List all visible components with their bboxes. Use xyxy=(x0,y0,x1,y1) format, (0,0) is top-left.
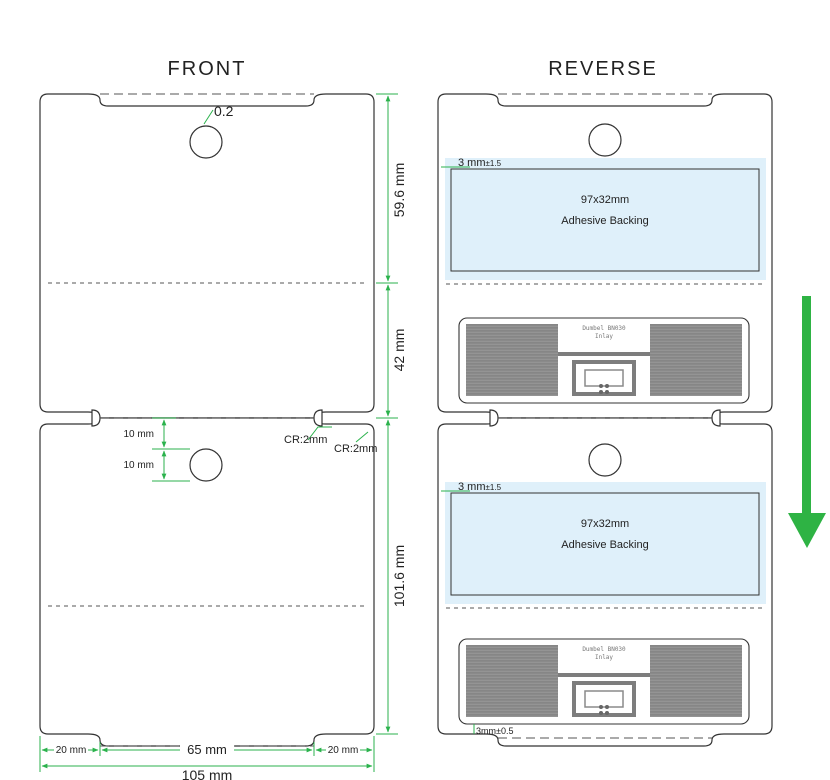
reverse-notch-right xyxy=(711,409,721,427)
adhesive-box-1 xyxy=(450,168,760,272)
height-mid-label: 42 mm xyxy=(391,329,407,372)
inlay-1-text-a: Dumbel BN030 xyxy=(582,325,626,332)
reverse-notch-left xyxy=(489,409,499,427)
hole-offset-label-2: 10 mm xyxy=(123,460,154,471)
reverse-hole-bottom xyxy=(588,443,622,477)
reverse-heading: REVERSE xyxy=(548,58,658,80)
front-tag-top-outline xyxy=(39,93,375,419)
hole-dim-leader xyxy=(203,109,214,125)
corner-leader-1 xyxy=(307,426,332,441)
front-notch-right xyxy=(313,409,323,427)
corner-label-2: CR:2mm xyxy=(334,443,377,455)
front-heading: FRONT xyxy=(168,58,247,80)
width-center-label: 65 mm xyxy=(187,742,227,757)
width-total-bg xyxy=(176,768,238,780)
inlay-2-text-b: Inlay xyxy=(595,654,613,661)
bottom-offset-label: 3mm±0.5 xyxy=(476,726,513,736)
width-center-bg xyxy=(180,742,234,757)
adhesive-offset-label-1: 3 mm±1.5 xyxy=(458,157,502,169)
adhesive-offset-label-2: 3 mm±1.5 xyxy=(458,481,502,493)
adhesive-text-label-1: Adhesive Backing xyxy=(561,215,648,227)
front-hole-top xyxy=(189,125,223,159)
width-total-label: 105 mm xyxy=(182,767,233,780)
corner-leader-2 xyxy=(355,431,369,443)
inlay-1-text-b: Inlay xyxy=(595,333,613,340)
width-left-label: 20 mm xyxy=(56,745,87,756)
adhesive-text-label-2: Adhesive Backing xyxy=(561,539,648,551)
adhesive-area-2 xyxy=(445,482,766,604)
width-left-bg xyxy=(54,743,88,756)
adhesive-size-label-1: 97x32mm xyxy=(581,194,629,206)
reverse-hole-top xyxy=(588,123,622,157)
front-notch-left xyxy=(91,409,101,427)
rfid-inlay-2: Dumbel BN030 Inlay xyxy=(458,638,750,725)
inlay-2-text-a: Dumbel BN030 xyxy=(582,646,626,653)
width-right-bg xyxy=(326,743,360,756)
front-hole-bottom xyxy=(189,448,223,482)
width-right-label: 20 mm xyxy=(328,745,359,756)
hole-dim-label: 0.2 xyxy=(214,103,234,119)
adhesive-box-2 xyxy=(450,492,760,596)
hole-offset-label-1: 10 mm xyxy=(123,429,154,440)
height-top-label: 59.6 mm xyxy=(391,163,407,217)
adhesive-area-1 xyxy=(445,158,766,280)
rfid-inlay-1: Dumbel BN030 Inlay xyxy=(458,317,750,404)
adhesive-size-label-2: 97x32mm xyxy=(581,518,629,530)
height-total-label: 101.6 mm xyxy=(391,545,407,607)
corner-label-1: CR:2mm xyxy=(284,434,327,446)
feed-direction-arrow-icon xyxy=(788,296,826,548)
